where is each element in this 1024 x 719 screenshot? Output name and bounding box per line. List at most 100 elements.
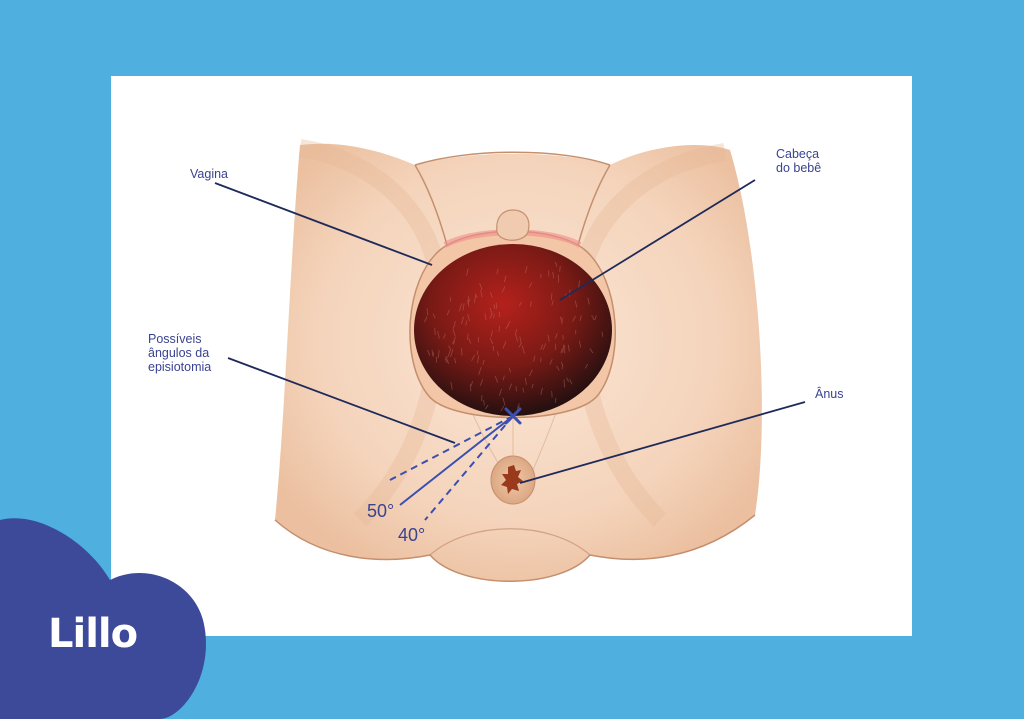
leader-anus — [519, 401, 806, 484]
hair-stroke — [502, 341, 507, 349]
hair-stroke — [594, 315, 597, 321]
hair-stroke — [519, 301, 522, 307]
hair-stroke — [515, 333, 518, 342]
hair-stroke — [550, 292, 553, 301]
hair-stroke — [524, 266, 528, 274]
hair-stroke — [453, 339, 455, 345]
hair-stroke — [446, 309, 450, 316]
hair-stroke — [559, 316, 563, 324]
hair-stroke — [480, 290, 483, 298]
hair-stroke — [494, 375, 499, 383]
hair-stroke — [549, 358, 553, 365]
label-baby-head: Cabeça do bebê — [776, 147, 822, 175]
hair-stroke — [471, 354, 475, 361]
hair-stroke — [476, 350, 479, 355]
hair-stroke — [567, 344, 570, 352]
hair-stroke — [490, 292, 493, 298]
hair-stroke — [542, 343, 547, 350]
hair-stroke — [450, 349, 454, 358]
hair-stroke — [562, 344, 565, 353]
hair-stroke — [591, 315, 595, 321]
hair-stroke — [508, 383, 512, 390]
hair-stroke — [560, 348, 563, 354]
hair-stroke — [566, 377, 570, 383]
hair-stroke — [555, 261, 558, 267]
hair-stroke — [507, 320, 511, 327]
hair-stroke — [437, 350, 440, 358]
hair-stroke — [515, 328, 518, 335]
hair-stroke — [467, 298, 471, 304]
hair-stroke — [479, 379, 484, 386]
hair-stroke — [551, 300, 554, 306]
hair-stroke — [443, 333, 447, 339]
hair-stroke — [540, 387, 543, 395]
hair-stroke — [528, 282, 533, 288]
hair-stroke — [579, 340, 582, 348]
hair-stroke — [578, 280, 580, 289]
hair-stroke — [502, 375, 505, 381]
hair-stroke — [467, 313, 470, 322]
hair-stroke — [467, 333, 469, 340]
hair-stroke — [531, 383, 534, 389]
hair-stroke — [489, 337, 494, 345]
hair-stroke — [474, 295, 476, 304]
hair-stroke — [556, 365, 560, 371]
hair-stroke — [530, 301, 532, 307]
clitoral-hood — [496, 209, 530, 241]
hair-stroke — [504, 275, 507, 283]
hair-stroke — [432, 313, 436, 319]
hair-stroke — [465, 320, 468, 326]
hair-stroke — [496, 268, 499, 275]
hair-stroke — [447, 350, 451, 358]
hair-stroke — [552, 271, 555, 279]
brand-logo: Lillo — [48, 611, 138, 657]
hair-stroke — [572, 315, 576, 322]
hair-stroke — [533, 355, 536, 362]
hair-stroke — [444, 358, 448, 363]
anus-illustration — [490, 455, 536, 505]
incision-point-marker — [504, 407, 522, 425]
hair-stroke — [490, 330, 493, 337]
hair-stroke — [560, 361, 564, 367]
hair-stroke — [579, 315, 582, 321]
hair-stroke — [468, 338, 472, 344]
hair-stroke — [489, 313, 493, 319]
hair-stroke — [424, 316, 428, 323]
hair-stroke — [489, 307, 493, 315]
hair-stroke — [547, 334, 550, 342]
label-angle-40: 40° — [398, 525, 426, 545]
label-episiotomy-angles: Possíveis ângulos da episiotomia — [148, 332, 212, 374]
label-anus: Ânus — [815, 387, 844, 401]
baby-hair — [424, 261, 604, 413]
hair-stroke — [518, 342, 522, 348]
hair-stroke — [540, 344, 544, 350]
hair-stroke — [493, 304, 496, 309]
leader-baby-head — [559, 179, 756, 301]
hair-stroke — [569, 379, 573, 385]
hair-stroke — [559, 265, 561, 272]
hair-stroke — [467, 300, 470, 307]
episiotomy-angle-lines — [389, 415, 514, 521]
leader-episiotomy — [227, 357, 456, 444]
hair-stroke — [484, 313, 487, 321]
hair-stroke — [427, 349, 431, 356]
hair-stroke — [452, 320, 456, 329]
hair-stroke — [522, 387, 524, 393]
hair-stroke — [508, 367, 511, 373]
hair-stroke — [445, 356, 449, 364]
hair-stroke — [574, 300, 578, 308]
hair-stroke — [452, 336, 456, 345]
hair-stroke — [561, 364, 563, 370]
logo-blob — [0, 518, 206, 719]
leader-lines — [214, 179, 806, 484]
hair-stroke — [437, 330, 440, 339]
hair-stroke — [601, 331, 604, 337]
baby-head — [414, 244, 612, 416]
hair-stroke — [466, 268, 469, 276]
hair-stroke — [501, 286, 506, 293]
label-angle-50: 50° — [367, 501, 395, 521]
hair-stroke — [498, 325, 501, 332]
hair-stroke — [584, 363, 589, 369]
label-vagina: Vagina — [190, 167, 228, 181]
